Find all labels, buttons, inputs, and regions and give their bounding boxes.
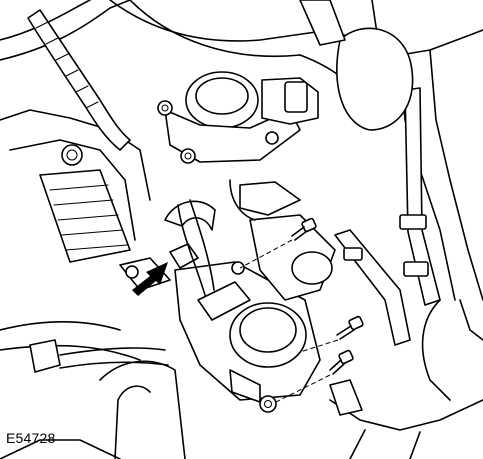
right-pipes [299,0,441,346]
screw-middle [299,315,364,353]
wiring-harness-left [27,9,131,151]
upper-actuator [157,71,319,164]
lower-actuator [174,214,336,403]
grille-section [39,169,131,263]
bracket-bolt-left [61,144,83,166]
arrow-pointer-icon [132,262,168,296]
screw-bottom [275,349,354,403]
lower-left-hose [29,339,169,373]
screw-top [239,217,317,269]
figure-id-label: E54728 [6,430,56,446]
actuator-connector [164,179,301,296]
